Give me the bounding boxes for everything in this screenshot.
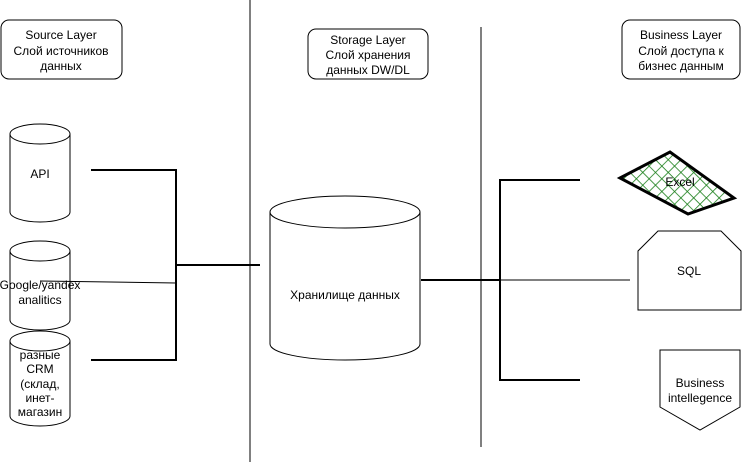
data-warehouse-label: Хранилище данных: [290, 288, 400, 302]
analytics-source-cylinder: Google/yandex analitics: [0, 240, 80, 331]
business-layer-line-2: Слой доступа к: [638, 44, 724, 58]
excel-tool-shape: Excel: [616, 150, 738, 216]
api-source-cylinder: API: [9, 123, 71, 223]
analytics-source-label-2: analitics: [18, 293, 61, 307]
source-layer-box: Source Layer Слой источников данных: [0, 19, 123, 80]
bi-tool-shape: Business intellegence: [659, 349, 741, 431]
bi-tool-label-1: Business: [676, 376, 725, 390]
business-connector: [421, 179, 630, 381]
data-warehouse-cylinder: Хранилище данных: [269, 195, 421, 361]
business-layer-box: Business Layer Слой доступа к бизнес дан…: [621, 19, 741, 80]
crm-source-label-4: инет-: [25, 391, 54, 405]
crm-source-label-5: магазин: [18, 405, 62, 419]
sql-tool-shape: SQL: [637, 230, 742, 311]
storage-layer-line-3: данных DW/DL: [326, 63, 410, 77]
crm-source-label-1: разные: [20, 348, 61, 362]
business-layer-line-1: Business Layer: [640, 28, 722, 42]
crm-source-label-2: CRM: [26, 362, 53, 376]
crm-source-cylinder: разные CRM (склад, инет- магазин: [9, 330, 71, 427]
storage-layer-line-2: Слой хранения: [326, 48, 411, 62]
source-layer-line-3: данных: [40, 59, 82, 73]
business-layer-line-3: бизнес данным: [638, 59, 724, 73]
api-source-label: API: [30, 167, 49, 181]
analytics-source-label-1: Google/yandex: [0, 278, 80, 292]
excel-tool-label: Excel: [665, 175, 694, 189]
crm-source-label-3: (склад,: [20, 377, 59, 391]
storage-layer-line-1: Storage Layer: [330, 33, 405, 47]
source-layer-line-1: Source Layer: [25, 28, 96, 42]
bi-tool-label-2: intellegence: [668, 391, 732, 405]
source-connector: [39, 169, 260, 361]
sql-tool-label: SQL: [677, 264, 701, 278]
source-layer-line-2: Слой источников: [13, 44, 108, 58]
storage-layer-box: Storage Layer Слой хранения данных DW/DL: [307, 28, 429, 80]
